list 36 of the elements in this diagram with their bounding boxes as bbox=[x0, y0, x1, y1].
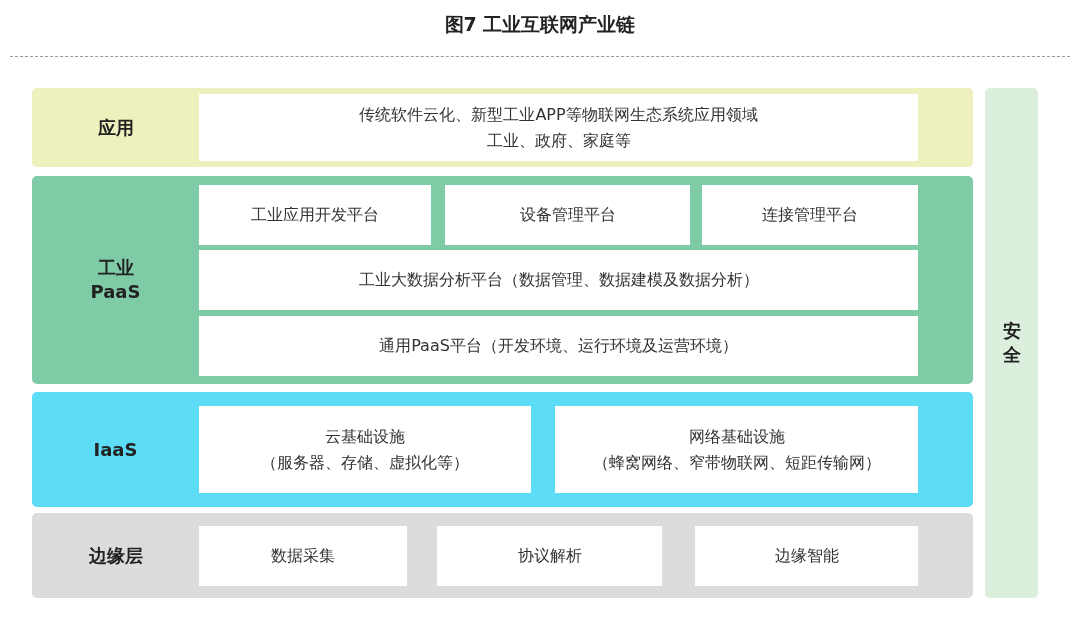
component-box bbox=[695, 526, 918, 586]
layer-heading: 边缘层 bbox=[88, 543, 143, 568]
component-label: 云基础设施 bbox=[325, 425, 405, 448]
component-label: 数据采集 bbox=[271, 545, 335, 567]
layer-heading: 应用 bbox=[97, 115, 134, 140]
component-label: 工业、政府、家庭等 bbox=[486, 129, 631, 152]
component-box bbox=[702, 185, 918, 245]
security-band bbox=[985, 88, 1038, 598]
component-label: 连接管理平台 bbox=[762, 204, 858, 226]
component-label: 传统软件云化、新型工业APP等物联网生态系统应用领域 bbox=[359, 103, 758, 126]
component-label: 边缘智能 bbox=[774, 545, 839, 567]
layer-band bbox=[32, 88, 973, 167]
component-box bbox=[199, 94, 918, 161]
component-box bbox=[199, 526, 407, 586]
layer-band bbox=[32, 513, 973, 598]
component-box bbox=[555, 406, 918, 493]
component-label: 协议解析 bbox=[517, 545, 582, 567]
layer-band bbox=[32, 392, 973, 507]
component-box bbox=[199, 316, 918, 376]
component-box bbox=[199, 250, 918, 310]
layer-band bbox=[32, 176, 973, 384]
layer-heading: 安全 bbox=[1001, 319, 1022, 367]
component-label: （服务器、存储、虚拟化等） bbox=[261, 451, 469, 474]
component-box bbox=[445, 185, 690, 245]
component-label: 通用PaaS平台（开发环境、运行环境及运营环境） bbox=[379, 335, 738, 357]
component-label: 工业应用开发平台 bbox=[251, 204, 379, 226]
layer-heading: IaaS bbox=[93, 437, 138, 462]
component-box bbox=[437, 526, 662, 586]
diagram-title: 图7 工业互联网产业链 bbox=[443, 12, 637, 37]
component-label: 网络基础设施 bbox=[688, 425, 785, 448]
component-box bbox=[199, 406, 531, 493]
component-label: 工业大数据分析平台（数据管理、数据建模及数据分析） bbox=[358, 269, 759, 291]
component-label: 设备管理平台 bbox=[519, 204, 616, 226]
component-label: （蜂窝网络、窄带物联网、短距传输网） bbox=[592, 451, 881, 474]
layer-heading: 工业 PaaS bbox=[89, 256, 142, 304]
component-box bbox=[199, 185, 431, 245]
